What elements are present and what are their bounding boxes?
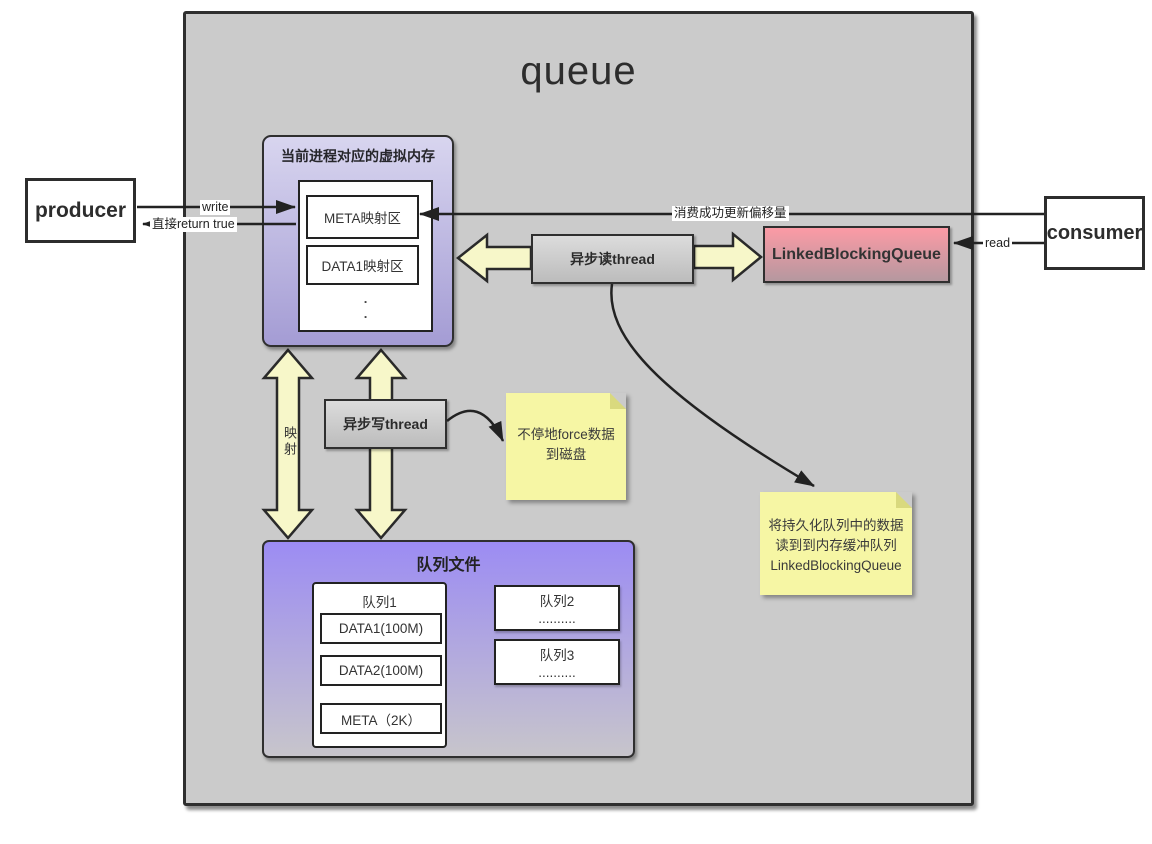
queue2-box: 队列2 .......... bbox=[494, 585, 620, 631]
queue3-dots: .......... bbox=[538, 665, 576, 680]
note-line: LinkedBlockingQueue bbox=[770, 558, 902, 573]
note-line: 到磁盘 bbox=[545, 447, 587, 462]
update-offset-edge-label: 消费成功更新偏移量 bbox=[672, 206, 789, 221]
consumer-label: consumer bbox=[1046, 221, 1143, 244]
return-true-edge-label: 直接return true bbox=[150, 217, 237, 232]
virtual-memory-title: 当前进程对应的虚拟内存 bbox=[281, 148, 435, 164]
note-fold-corner-icon bbox=[610, 393, 626, 409]
queue1-meta-file: META（2K） bbox=[320, 703, 442, 734]
linked-blocking-queue-label: LinkedBlockingQueue bbox=[772, 245, 941, 263]
mapping-edge-label: 映射 bbox=[282, 426, 297, 458]
queue2-title: 队列2 bbox=[539, 594, 575, 609]
queue1-data2-file: DATA2(100M) bbox=[320, 655, 442, 686]
async-write-thread-label: 异步写thread bbox=[343, 416, 428, 432]
vm-inner-box: META映射区 DATA1映射区 . . bbox=[298, 180, 433, 332]
async-read-thread-label: 异步读thread bbox=[570, 251, 655, 267]
write-edge-label: write bbox=[200, 200, 231, 215]
note-line: 读到到内存缓冲队列 bbox=[775, 538, 897, 553]
virtual-memory-box: 当前进程对应的虚拟内存 META映射区 DATA1映射区 . . bbox=[262, 135, 454, 347]
meta-mapping-region: META映射区 bbox=[306, 195, 419, 239]
ellipsis-dot: . bbox=[363, 291, 368, 306]
queue2-dots: .......... bbox=[538, 611, 576, 626]
read-edge-label: read bbox=[983, 236, 1013, 251]
note-fold-corner-icon bbox=[896, 492, 912, 508]
queue1-box: 队列1 DATA1(100M) DATA2(100M) META（2K） bbox=[312, 582, 447, 748]
async-read-thread-box: 异步读thread bbox=[531, 234, 694, 284]
queue-files-title: 队列文件 bbox=[416, 557, 481, 574]
consumer-box: consumer bbox=[1044, 196, 1145, 270]
producer-box: producer bbox=[25, 178, 136, 243]
queue1-data1-file: DATA1(100M) bbox=[320, 613, 442, 644]
data1-mapping-region: DATA1映射区 bbox=[306, 245, 419, 285]
linked-blocking-queue-box: LinkedBlockingQueue bbox=[763, 226, 950, 283]
load-to-memory-note: 将持久化队列中的数据 读到到内存缓冲队列 LinkedBlockingQueue bbox=[760, 492, 912, 595]
force-to-disk-note: 不停地force数据 到磁盘 bbox=[506, 393, 626, 500]
queue3-title: 队列3 bbox=[539, 648, 575, 663]
note-line: 不停地force数据 bbox=[517, 427, 615, 442]
ellipsis-dot: . bbox=[363, 306, 368, 321]
diagram-title: queue bbox=[520, 48, 637, 93]
producer-label: producer bbox=[34, 198, 126, 222]
note-line: 将持久化队列中的数据 bbox=[768, 518, 904, 533]
async-write-thread-box: 异步写thread bbox=[324, 399, 447, 449]
queue1-title: 队列1 bbox=[362, 595, 397, 610]
queue-files-box: 队列文件 队列1 DATA1(100M) DATA2(100M) META（2K… bbox=[262, 540, 635, 758]
queue3-box: 队列3 .......... bbox=[494, 639, 620, 685]
